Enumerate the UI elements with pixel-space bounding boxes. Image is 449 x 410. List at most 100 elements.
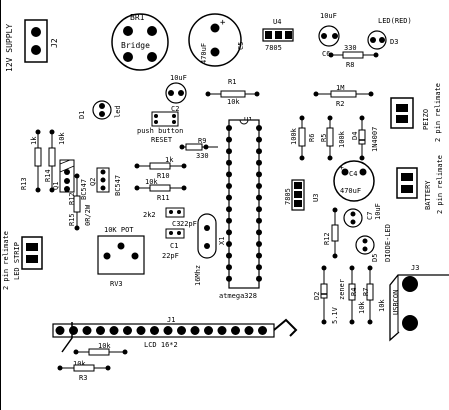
- r10-value: 1k: [165, 156, 174, 164]
- lcd-trace: [61, 322, 73, 353]
- c4-label: C4: [349, 170, 357, 178]
- mcu-pins: [226, 125, 262, 282]
- resistor-r11: 10k R11: [134, 178, 187, 202]
- resistor-r12: R12: [323, 207, 339, 259]
- d1-label: D1: [78, 111, 86, 119]
- j3-label: J3: [411, 264, 419, 272]
- capacitor-c4: + C4 470uF: [333, 160, 375, 202]
- c2-label: C2: [171, 105, 179, 113]
- r15-label: R15: [68, 213, 76, 226]
- led-d1: D1 led: [78, 100, 122, 120]
- q1-label: Q1: [52, 182, 60, 190]
- svg-text:+: +: [220, 18, 226, 28]
- mcu-pin-pad: [256, 206, 262, 213]
- lcd-pin-pad: [177, 326, 186, 335]
- connector-j2: 12V SUPPLY J2: [5, 19, 59, 72]
- c5-label: C5: [237, 42, 245, 50]
- r7-value: 10k: [378, 299, 386, 312]
- r10-label: R10: [157, 172, 170, 180]
- r2-value: 1M: [336, 84, 344, 92]
- mcu-pin-pad: [256, 264, 262, 271]
- mcu-pin-pad: [226, 229, 232, 236]
- peizo-sub: 2 pin relimate: [434, 83, 442, 142]
- resistor-r14: R14 10k: [44, 129, 66, 193]
- mcu-pin-pad: [226, 159, 232, 166]
- lcd-pin-pad: [55, 326, 65, 335]
- q2-part: BC547: [114, 175, 122, 196]
- supply-label: 12V SUPPLY: [5, 24, 14, 72]
- rv3-label: RV3: [110, 280, 123, 288]
- resistor-r7: R7 10k: [362, 265, 386, 325]
- u4-label: U4: [273, 18, 281, 26]
- r3-label: R3: [79, 374, 87, 382]
- connector-battery: BATTERY 2 pin relimate: [396, 155, 444, 214]
- mcu-pin-pad: [226, 171, 232, 178]
- lcd-pin-pad: [258, 326, 267, 335]
- r8-label: R8: [346, 61, 354, 69]
- r4-value: 10k: [358, 301, 366, 314]
- r8-value: 330: [344, 44, 357, 52]
- battery-sub: 2 pin relimate: [436, 155, 444, 214]
- bridge-br1: BR1 Bridge: [111, 13, 169, 71]
- transistor-q1: Q1 BC547: [52, 159, 88, 200]
- d3-label: D3: [390, 38, 398, 46]
- mcu-pin-pad: [226, 183, 232, 189]
- resistor-10k-bottom: 10k: [73, 342, 128, 356]
- r9-label: R9: [198, 137, 206, 145]
- mcu-pin-pad: [226, 241, 232, 247]
- crystal-x1: X1 16Mhz: [194, 213, 226, 286]
- mcu-pin-pad: [226, 252, 232, 259]
- lcd-pin-pad: [96, 326, 105, 335]
- d2-label: D2: [313, 292, 321, 300]
- lcd-pin-pad: [190, 326, 200, 335]
- mcu-u1: U1 atmega328: [219, 116, 262, 300]
- r11-value: 10k: [145, 178, 158, 186]
- c3-label: C3: [172, 220, 180, 228]
- lcd-pin-pad: [217, 326, 227, 335]
- r4-label: R4: [350, 288, 358, 296]
- c6-value: 10uF: [320, 12, 337, 20]
- capacitor-c1: C1 22pF: [162, 228, 185, 260]
- reset-label: RESET: [151, 136, 173, 144]
- c6-label: C6: [322, 50, 330, 58]
- lcd-pin-pad: [109, 326, 119, 335]
- resistor-r1: R1 10k: [205, 78, 260, 106]
- resistor-r13: R13 1k: [20, 129, 42, 193]
- mcu-pin-pad: [226, 206, 232, 213]
- diode-d4: D4 1N4007: [351, 115, 379, 161]
- r2-label: R2: [336, 100, 344, 108]
- resistor-r5: R5 100k: [320, 115, 346, 161]
- mcu-pin-pad: [226, 148, 232, 155]
- lcd-label: LCD 16*2: [144, 341, 178, 349]
- connector-peizo: PEIZO 2 pin relimate: [390, 83, 442, 142]
- j1-label: J1: [167, 316, 175, 324]
- svg-text:+: +: [339, 163, 344, 172]
- d4-part: 1N4007: [371, 127, 379, 152]
- connector-ledstrip: LED STRIP 2 pin relimate: [2, 231, 43, 290]
- regulator-u3: 7805 U3: [284, 179, 320, 211]
- r1-value: 10k: [227, 98, 240, 106]
- resistor-r4: R4 10k: [348, 265, 366, 325]
- r14-value: 10k: [58, 132, 66, 145]
- capacitor-c5: + 470uF C5: [188, 13, 245, 67]
- r13-value: 1k: [30, 136, 38, 145]
- lcd-pin-pad: [69, 326, 78, 335]
- lcd-header-pins: [55, 326, 267, 335]
- led-d5: D5 DIODE-LED: [355, 224, 392, 262]
- peizo-label: PEIZO: [422, 109, 430, 130]
- mcu-pin-pad: [226, 264, 232, 271]
- led-d3: LED(RED) D3: [367, 17, 412, 50]
- c7-value: 10uF: [374, 203, 382, 220]
- crystal-label: 16Mhz: [194, 265, 202, 286]
- pushbutton-reset: push button RESET: [137, 111, 183, 144]
- mcu-pin-pad: [226, 275, 232, 282]
- r1-label: R1: [228, 78, 236, 86]
- u3-part: 7805: [284, 188, 292, 205]
- regulator-u4: U4 7805: [262, 18, 294, 52]
- q2-label: Q2: [89, 178, 97, 186]
- lcd-pin-pad: [136, 326, 146, 335]
- resistor-r3: 10k R3: [57, 360, 111, 382]
- pushbutton-label: push button: [137, 127, 183, 135]
- c3-value: 22pF: [180, 220, 197, 228]
- mcu-pin-pad: [256, 217, 262, 224]
